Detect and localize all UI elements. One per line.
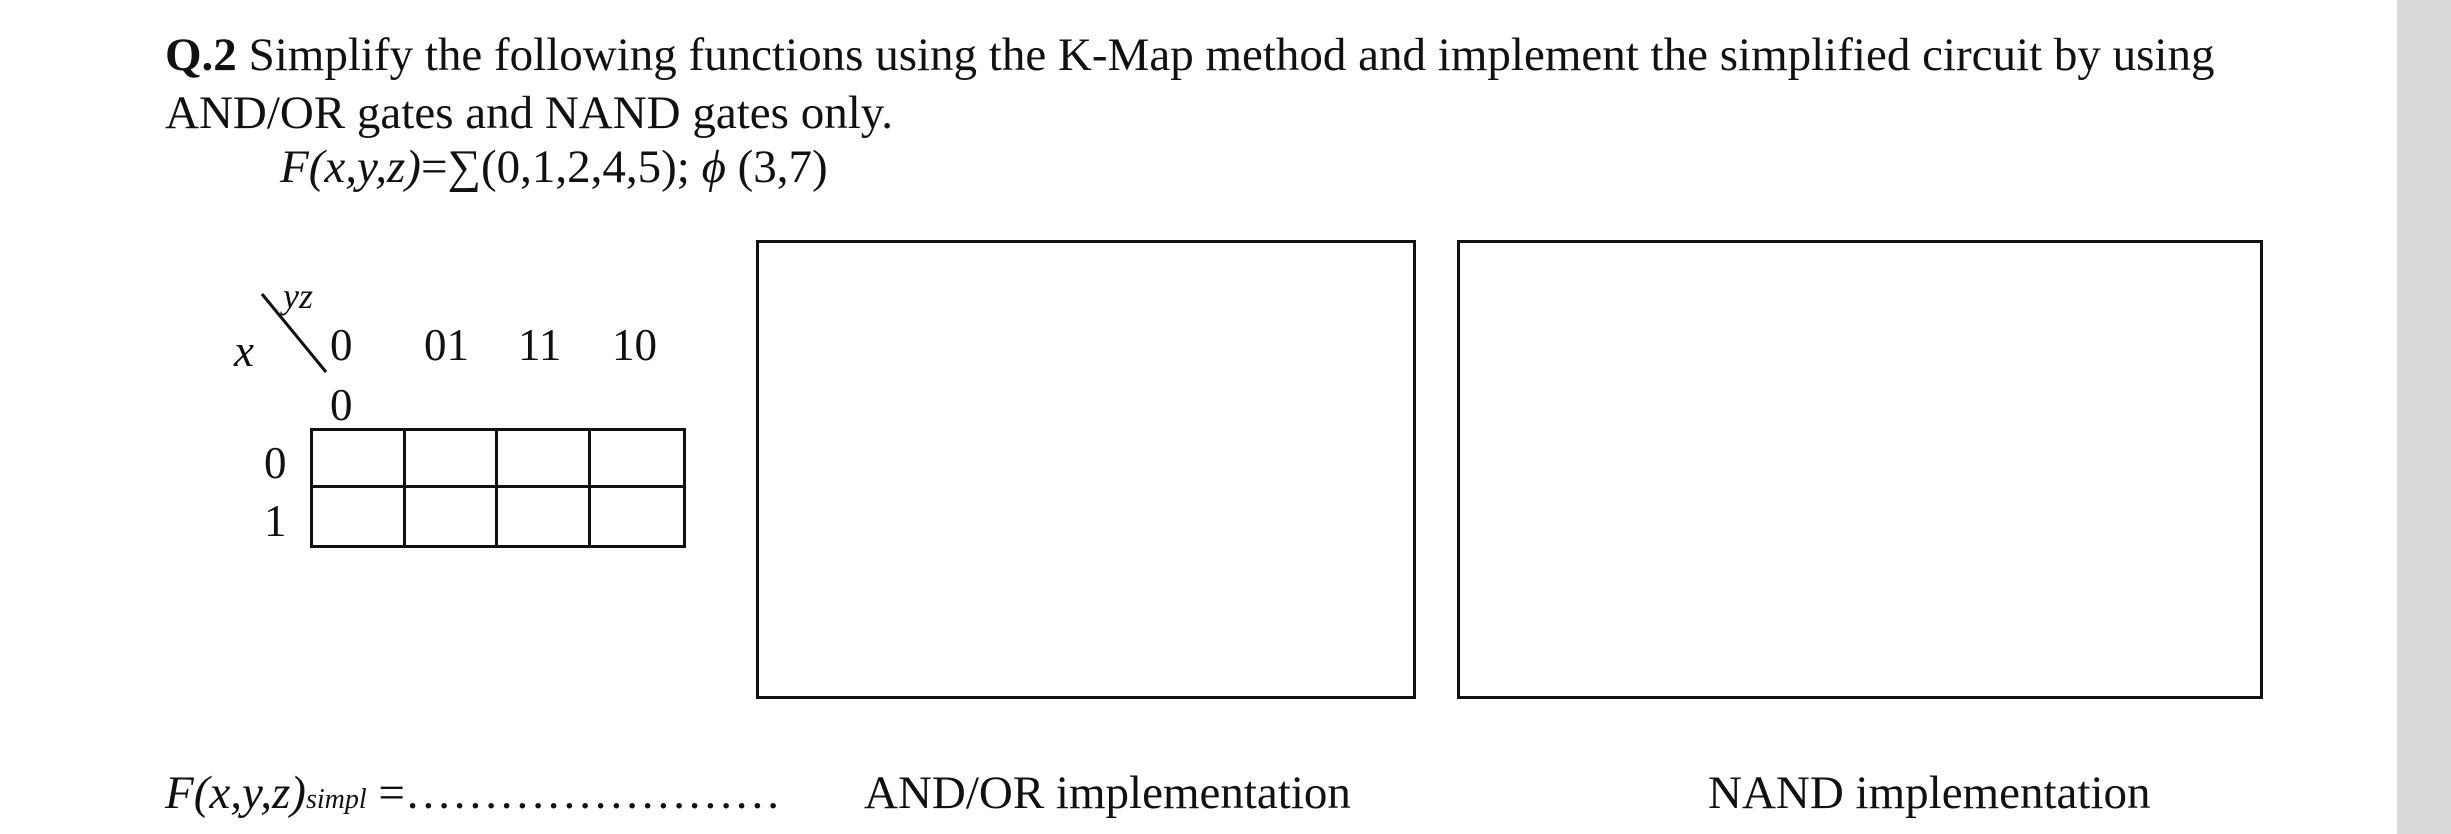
nand-implementation-label: NAND implementation [1708,767,2151,819]
kmap-grid [310,428,686,548]
and-or-implementation-box[interactable] [756,240,1416,699]
kmap-cell[interactable] [498,488,591,545]
question-number: Q.2 [165,29,237,81]
question-text: Q.2 Simplify the following functions usi… [165,26,2255,142]
kmap-row-header-0: 0 [264,438,287,488]
kmap-col-header-0-extra: 0 [330,380,353,430]
simplified-function-answer: F(x,y,z)simpl =…………………… [165,764,781,829]
kmap-cell[interactable] [313,488,406,545]
kmap-col-header-0: 0 [330,320,353,370]
function-definition: F(x,y,z)=∑(0,1,2,4,5); ϕ (3,7) [280,138,828,196]
kmap-cell[interactable] [498,431,591,488]
kmap-diagonal-divider [260,293,328,373]
nand-implementation-box[interactable] [1457,240,2263,699]
kmap-col-header-1: 01 [424,320,469,370]
answer-blank: =…………………… [366,767,781,819]
function-lhs: F(x,y,z) [280,141,421,193]
answer-lhs: F(x,y,z) [165,767,306,819]
kmap-row-var: x [234,326,254,376]
scrollbar-track[interactable] [2397,0,2451,834]
kmap-cell[interactable] [590,431,683,488]
kmap-cell[interactable] [591,488,684,545]
kmap-col-var: yz [283,276,313,316]
question-body: Simplify the following functions using t… [165,29,2215,139]
kmap-cell[interactable] [406,488,498,545]
kmap-cell[interactable] [313,431,406,488]
kmap-col-header-3: 10 [612,320,657,370]
kmap-cell[interactable] [405,431,498,488]
phi-symbol: ϕ [701,141,726,193]
function-minterms: =∑(0,1,2,4,5); [420,141,702,193]
kmap-col-header-2: 11 [518,320,562,370]
answer-subscript: simpl [305,784,367,815]
kmap-row-header-1: 1 [264,496,287,546]
function-dont-cares: (3,7) [725,141,828,193]
and-or-implementation-label: AND/OR implementation [864,767,1351,819]
